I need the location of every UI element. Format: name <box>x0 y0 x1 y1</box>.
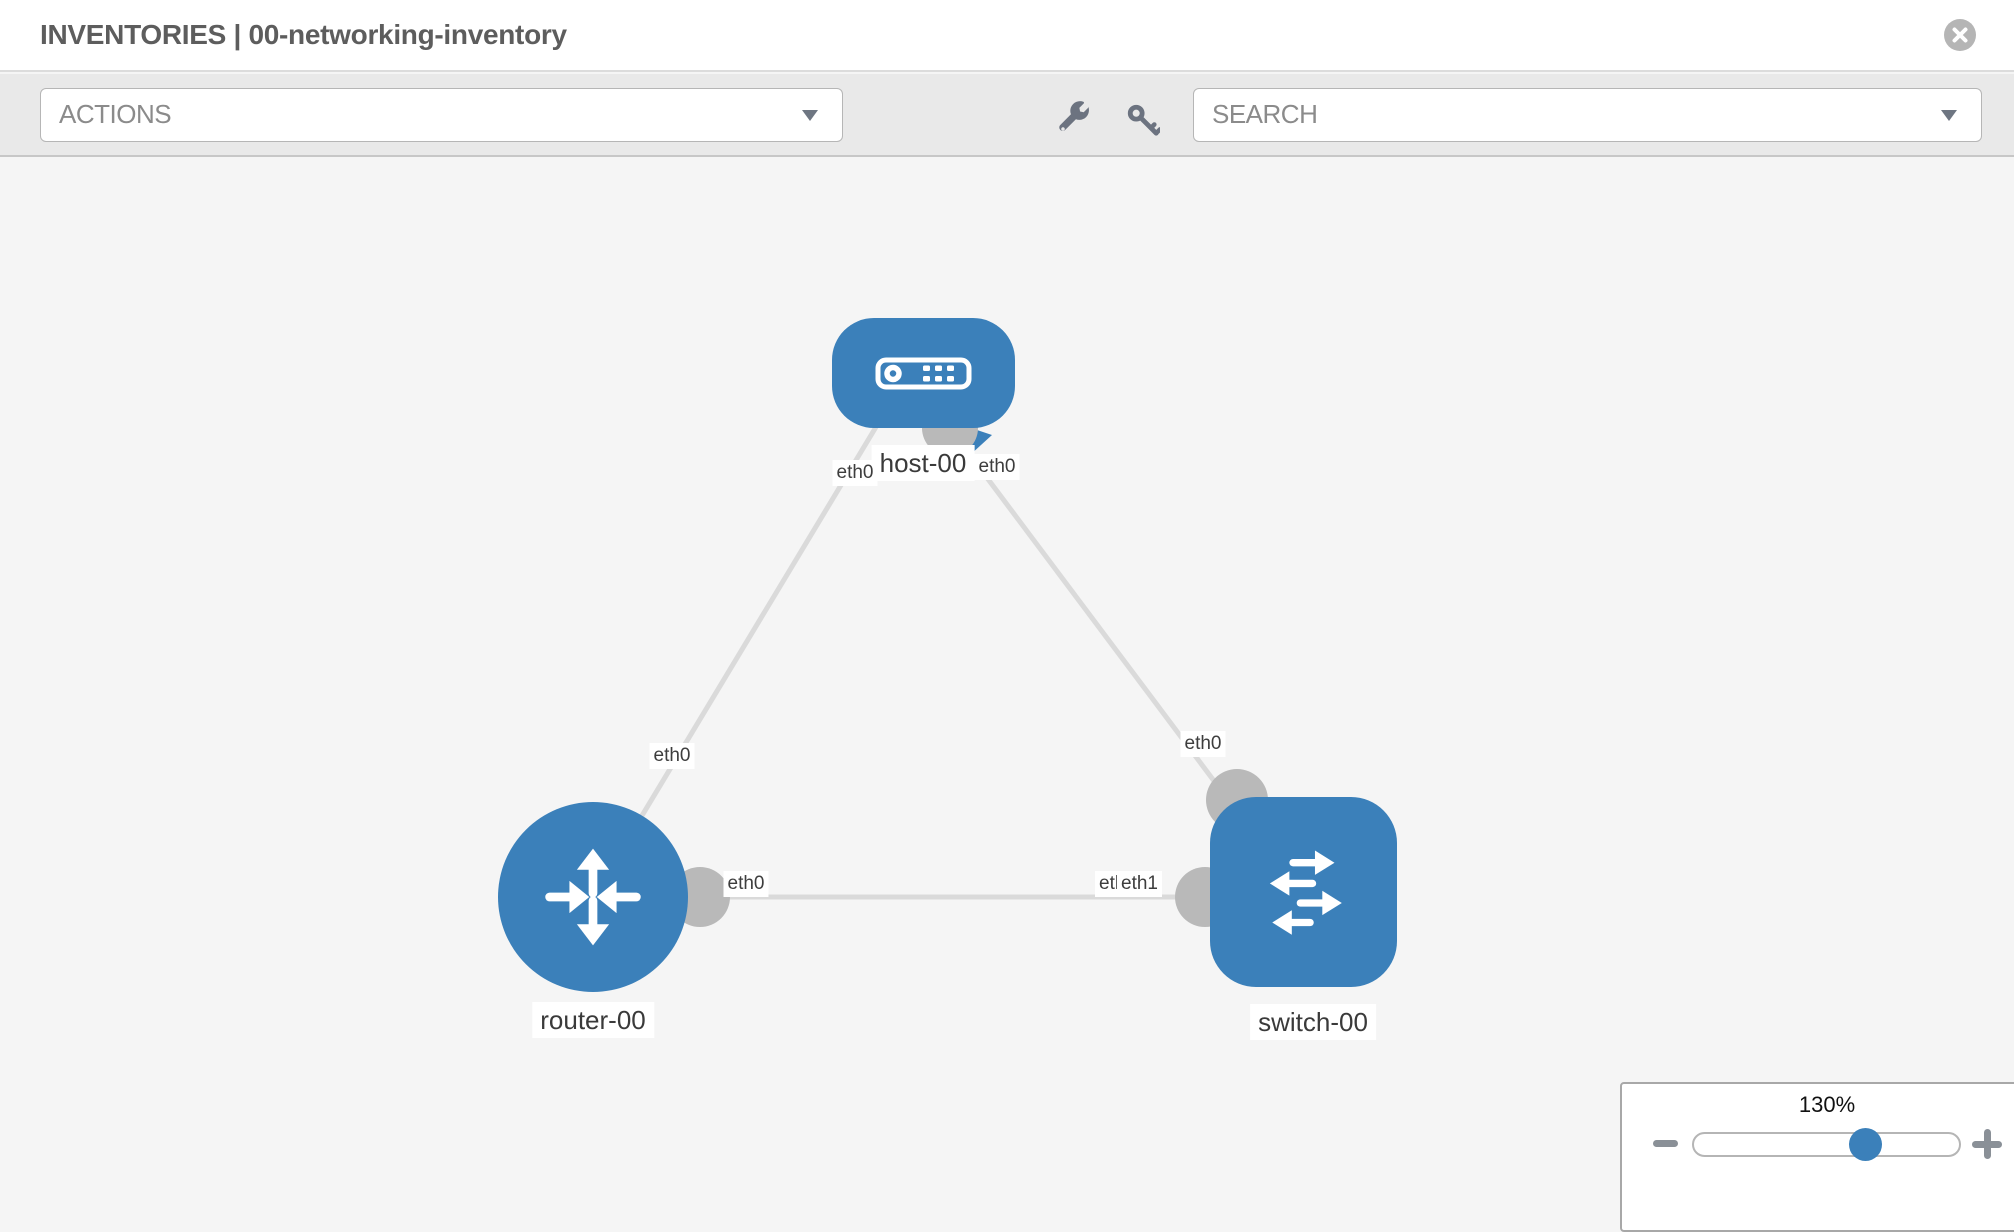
node-label-switch: switch-00 <box>1250 1004 1376 1040</box>
node-switch-00[interactable] <box>1210 797 1397 987</box>
zoom-out-button[interactable] <box>1653 1140 1678 1147</box>
zoom-panel: 130% <box>1620 1082 2014 1232</box>
interface-label: eth0 <box>832 460 878 486</box>
link-host-switch[interactable] <box>937 413 1253 831</box>
key-icon <box>1126 103 1160 137</box>
close-button[interactable] <box>1944 19 1976 51</box>
zoom-slider-track[interactable] <box>1692 1132 1961 1157</box>
configure-button[interactable] <box>1056 98 1094 136</box>
interface-label: eth0 <box>723 871 769 897</box>
node-label-router: router-00 <box>532 1002 654 1038</box>
topology-canvas[interactable]: host-00 router-00 switch-00 eth0 eth0 et… <box>0 157 2014 1200</box>
credentials-button[interactable] <box>1124 101 1162 139</box>
close-icon <box>1952 27 1968 43</box>
actions-dropdown-label: ACTIONS <box>59 99 172 129</box>
search-dropdown[interactable]: SEARCH <box>1193 88 1982 142</box>
zoom-level-value: 130% <box>1798 1092 1856 1117</box>
page-title: INVENTORIES | 00-networking-inventory <box>40 19 567 50</box>
node-router-00[interactable] <box>498 802 688 992</box>
toolbar: ACTIONS SEARCH <box>0 74 2014 157</box>
interface-label: eth1 <box>1117 871 1162 897</box>
server-icon <box>875 357 972 390</box>
switch-arrows-icon <box>1243 830 1365 954</box>
header-bar: INVENTORIES | 00-networking-inventory <box>0 0 2014 72</box>
interface-label: eth0 <box>649 743 695 769</box>
interface-label: eth0 <box>1180 731 1226 757</box>
router-arrows-icon <box>531 835 655 959</box>
chevron-down-icon <box>802 110 818 121</box>
zoom-slider-thumb[interactable] <box>1849 1128 1882 1161</box>
search-dropdown-label: SEARCH <box>1212 99 1318 129</box>
interface-label: eth0 <box>974 454 1020 480</box>
node-label-host: host-00 <box>871 445 975 481</box>
wrench-icon <box>1057 99 1093 135</box>
chevron-down-icon <box>1941 110 1957 121</box>
node-host-00[interactable] <box>832 318 1015 428</box>
zoom-in-button[interactable] <box>1972 1129 2002 1159</box>
actions-dropdown[interactable]: ACTIONS <box>40 88 843 142</box>
